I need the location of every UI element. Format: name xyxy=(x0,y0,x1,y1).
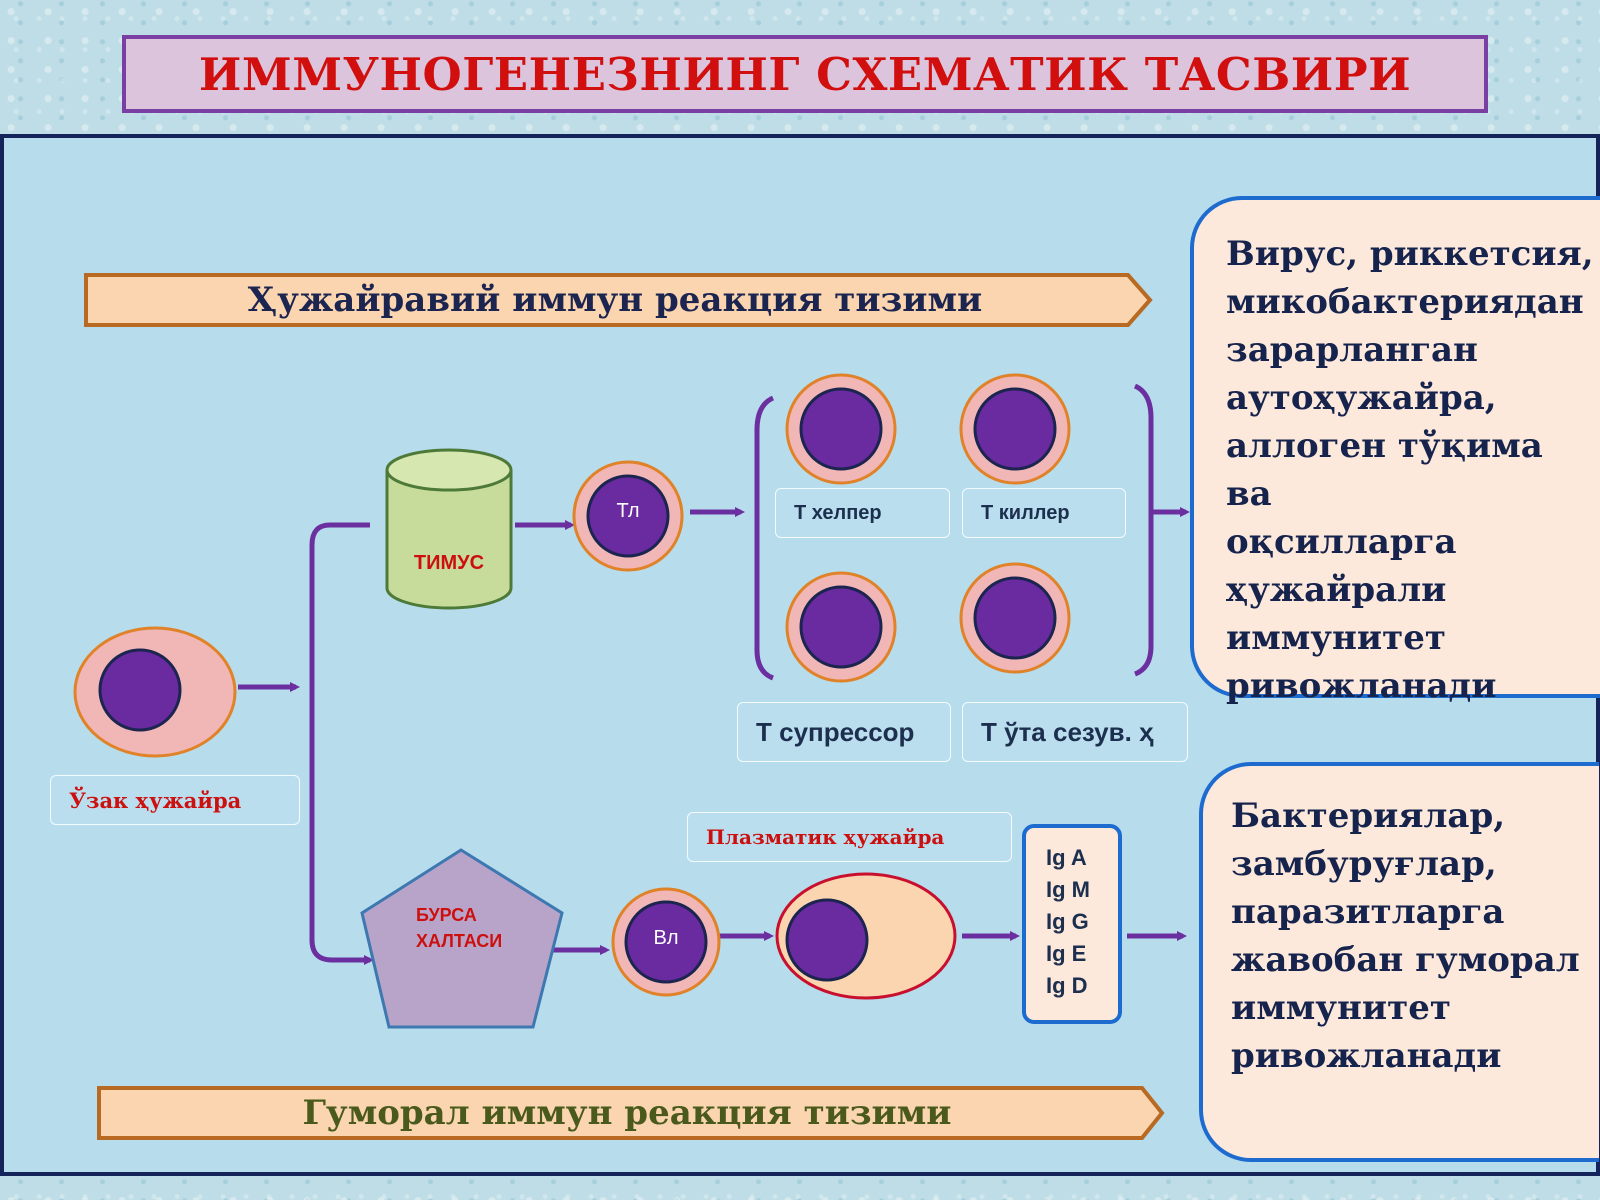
cellular-result-line: ривожланади xyxy=(1226,666,1497,706)
t-hypersensitive-nucleus xyxy=(973,576,1057,660)
plasma-cell-label: Плазматик ҳужайра xyxy=(706,825,945,849)
plasma-cell-label-box: Плазматик ҳужайра xyxy=(687,812,1012,862)
t-killer-label: Т киллер xyxy=(981,501,1070,524)
immunoglobulin-item: Ig D xyxy=(1046,973,1088,998)
immunoglobulin-item: Ig A xyxy=(1046,845,1087,870)
immunoglobulin-list: Ig A Ig M Ig G Ig E Ig D xyxy=(1022,824,1122,1024)
t-hypersensitive-label: Т ўта сезув. ҳ xyxy=(981,716,1154,747)
cellular-result-line: оқсилларга xyxy=(1226,522,1457,562)
plasma-cell-nucleus xyxy=(785,898,869,982)
cellular-result-line: зарарланган xyxy=(1226,330,1478,370)
t-helper-label-box: Т хелпер xyxy=(775,488,950,538)
cellular-band xyxy=(84,273,1153,327)
bl-cell-label: Вл xyxy=(653,927,679,949)
t-helper-label: Т хелпер xyxy=(794,501,882,524)
humoral-result-line: паразитларга xyxy=(1231,892,1505,932)
cellular-result-line: иммунитет xyxy=(1226,618,1446,658)
thymus-label: ТИМУС xyxy=(413,552,485,574)
humoral-result-line: замбуруғлар, xyxy=(1231,844,1497,884)
bl-cell-nucleus xyxy=(624,900,708,984)
bursa-pentagon xyxy=(360,848,564,1029)
humoral-result-box: Бактериялар, замбуруғлар, паразитларга ж… xyxy=(1199,762,1599,1162)
t-killer-label-box: Т киллер xyxy=(962,488,1126,538)
thymus-cylinder xyxy=(385,448,513,610)
humoral-band-label: Гуморал иммун реакция тизими xyxy=(302,1093,952,1133)
flow-arrows xyxy=(238,507,1190,965)
humoral-result-line: иммунитет xyxy=(1231,988,1451,1028)
cellular-result-line: аутоҳужайра, xyxy=(1226,378,1497,418)
bursa-label-line2: ХАЛТАСИ xyxy=(416,931,503,951)
immunoglobulin-item: Ig G xyxy=(1046,909,1089,934)
t-helper-nucleus xyxy=(799,387,883,471)
stem-cell-label-box: Ўзак ҳужайра xyxy=(50,775,300,825)
bursa-label-line1: БУРСА xyxy=(416,905,477,925)
t-suppressor-label: Т супрессор xyxy=(756,716,915,747)
t-suppressor-label-box: Т супрессор xyxy=(737,702,951,762)
humoral-result-line: жавобан гуморал xyxy=(1231,940,1580,980)
tl-cell-nucleus xyxy=(586,474,670,558)
cellular-result-text: Вирус, риккетсия, микобактериядан зарарл… xyxy=(1226,230,1600,710)
t-suppressor-nucleus xyxy=(799,585,883,669)
cellular-result-line: аллоген тўқима ва xyxy=(1226,426,1543,514)
cellular-result-line: ҳужайрали xyxy=(1226,570,1447,610)
humoral-band xyxy=(97,1086,1165,1140)
cellular-result-box: Вирус, риккетсия, микобактериядан зарарл… xyxy=(1190,196,1600,706)
humoral-result-line: Бактериялар, xyxy=(1231,796,1506,836)
t-killer-nucleus xyxy=(973,387,1057,471)
cellular-result-line: микобактериядан xyxy=(1226,282,1584,322)
immunoglobulin-item: Ig E xyxy=(1046,941,1087,966)
left-bracket xyxy=(754,395,775,681)
tl-cell-label: Тл xyxy=(616,500,640,522)
cellular-result-line: Вирус, риккетсия, xyxy=(1226,234,1594,274)
immunoglobulin-item: Ig M xyxy=(1046,877,1090,902)
t-hypersensitive-label-box: Т ўта сезув. ҳ xyxy=(962,702,1188,762)
stem-cell-label: Ўзак ҳужайра xyxy=(69,787,242,813)
right-bracket xyxy=(1133,383,1154,677)
bursa-label: БУРСА ХАЛТАСИ xyxy=(416,902,502,954)
stem-cell-nucleus xyxy=(98,648,182,732)
cellular-band-label: Ҳужайравий иммун реакция тизими xyxy=(247,280,983,320)
humoral-result-text: Бактериялар, замбуруғлар, паразитларга ж… xyxy=(1231,792,1580,1080)
humoral-result-line: ривожланади xyxy=(1231,1036,1502,1076)
page-title: ИММУНОГЕНЕЗНИНГ СХЕМАТИК ТАСВИРИ xyxy=(122,35,1488,113)
